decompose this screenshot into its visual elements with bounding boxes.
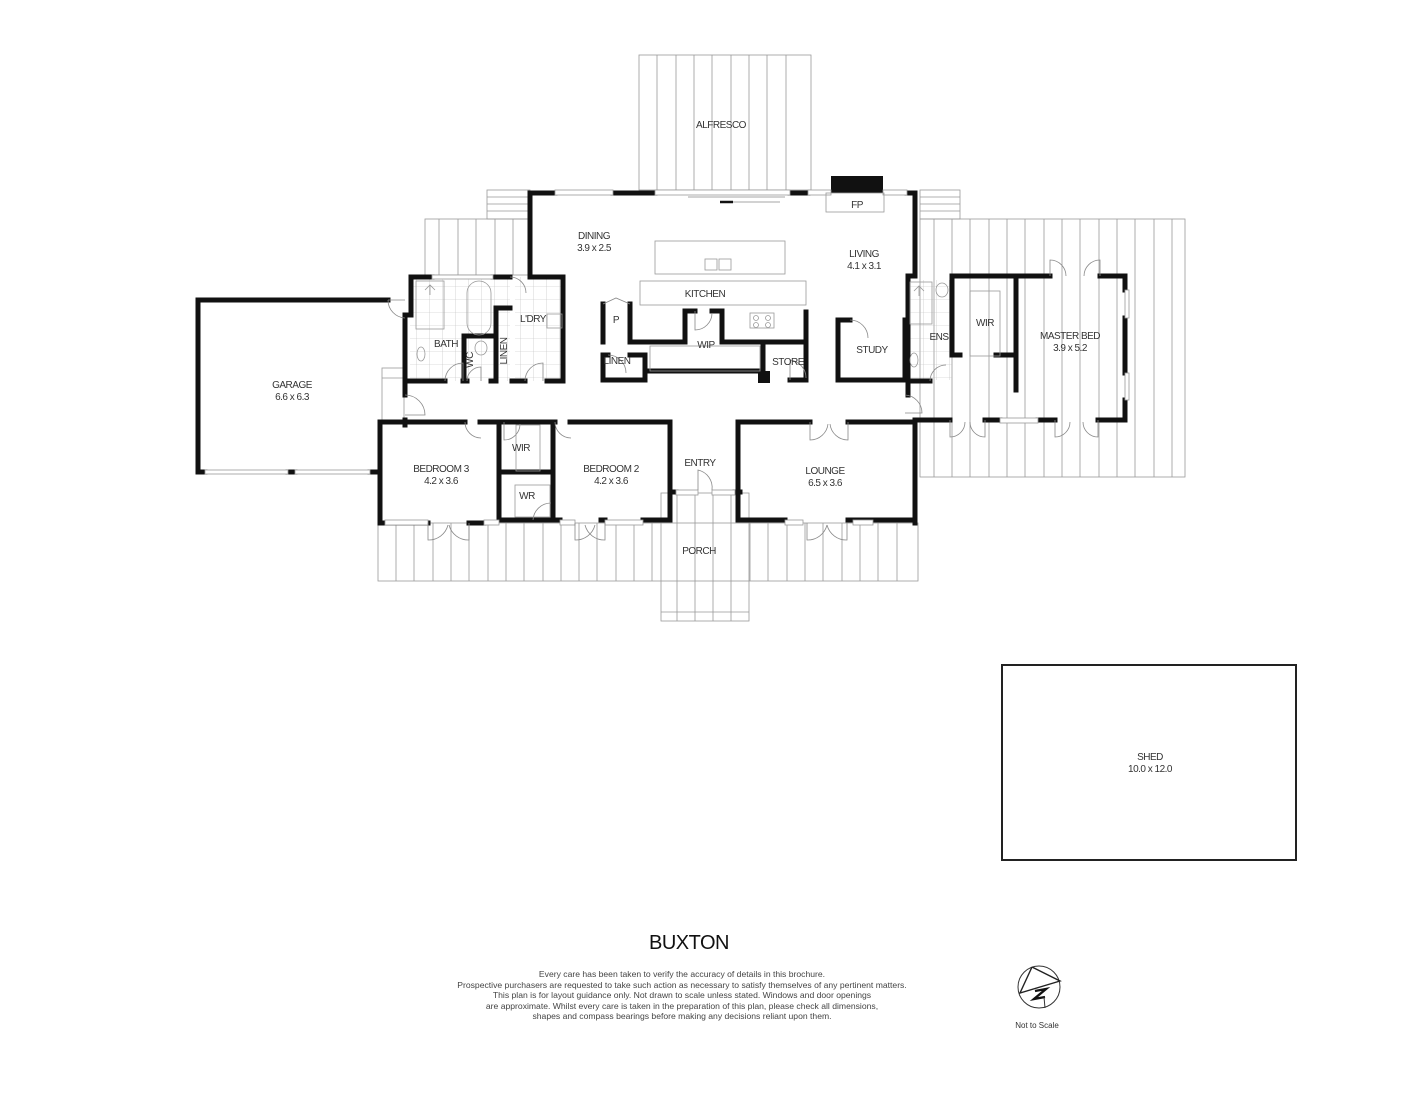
room-label-porch: PORCH (682, 546, 716, 557)
room-label-kitchen: KITCHEN (684, 289, 726, 300)
room-label-fireplace: FP (851, 200, 863, 211)
windows (204, 189, 1130, 526)
room-label-wir-master: WIR (976, 318, 994, 329)
doors (387, 196, 1101, 541)
room-label-entry: ENTRY (684, 458, 716, 469)
room-label-wr-bed2: WR (519, 491, 535, 502)
scale-note: Not to Scale (1015, 1021, 1059, 1030)
room-label-alfresco: ALFRESCO (696, 120, 746, 131)
plan-title: BUXTON (649, 932, 729, 954)
room-label-wip: WIP (697, 340, 715, 351)
room-label-linen-laundry: LINEN (499, 337, 510, 365)
room-label-store: STORE (772, 357, 804, 368)
room-label-bath: BATH (434, 339, 458, 350)
room-label-study: STUDY (856, 345, 888, 356)
shed-outline (1001, 664, 1297, 861)
walls (195, 176, 1128, 526)
room-label-laundry: L'DRY (520, 314, 546, 325)
room-label-ensuite: ENS (929, 332, 949, 343)
room-label-linen-kitchen: LINEN (603, 356, 631, 367)
north-compass-icon (1017, 965, 1062, 1009)
room-label-wc: WC (465, 352, 476, 368)
disclaimer-text: Every care has been taken to verify the … (457, 969, 907, 1022)
fixtures (415, 192, 1001, 518)
room-label-pantry: P (612, 315, 620, 326)
room-label-wir-bed3: WIR (512, 443, 530, 454)
